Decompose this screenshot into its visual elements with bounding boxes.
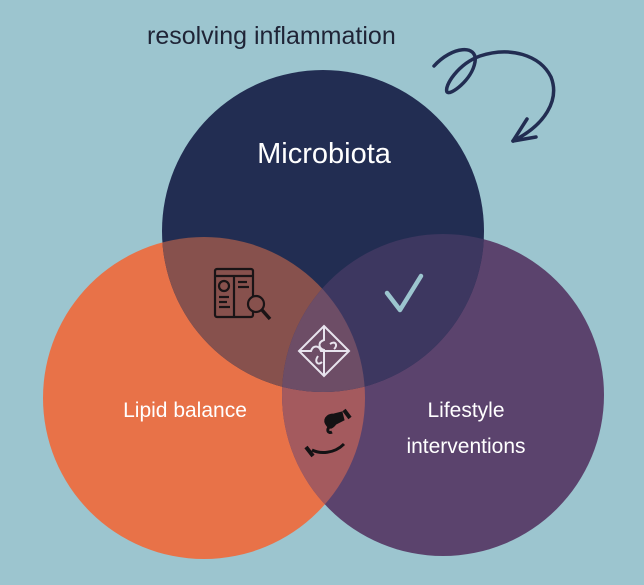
label-lifestyle-line1: Lifestyle [427,399,504,422]
overlap-microbiota-lifestyle [282,234,484,392]
document-search-icon [213,267,272,321]
diagram-title: resolving inflammation [147,22,396,50]
curly-arrow-icon [432,47,556,143]
puzzle-icon [297,324,351,378]
label-lifestyle-line2: interventions [406,435,525,458]
label-lipid-balance: Lipid balance [123,399,247,422]
checkmark-icon [384,273,424,313]
giving-hands-icon [304,408,352,458]
label-microbiota: Microbiota [257,138,392,170]
overlap-microbiota-lipid [162,237,365,392]
